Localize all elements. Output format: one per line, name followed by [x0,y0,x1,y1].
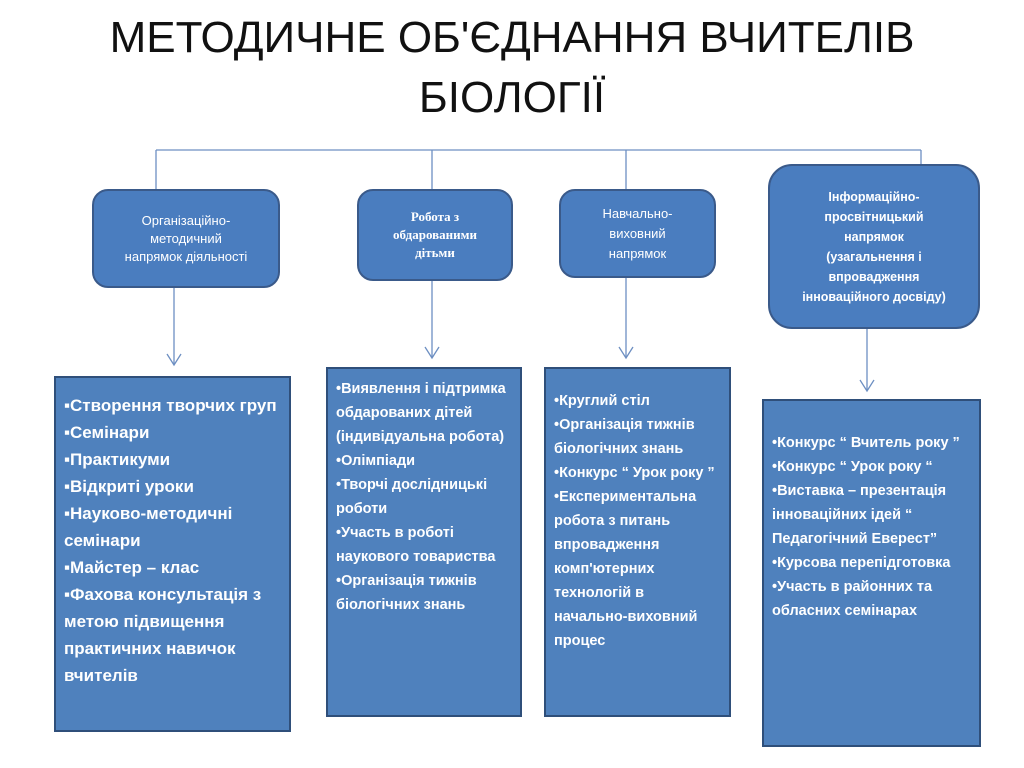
list-item: •Участь в районних та обласних семінарах [772,579,933,619]
list-item: •Конкурс “ Урок року “ [772,459,933,475]
activity-list-informational: •Конкурс “ Вчитель року ” •Конкурс “ Уро… [762,399,981,747]
list-item: ▪Практикуми [64,450,171,469]
list-item: ▪Фахова консультація з метою підвищення … [64,585,262,685]
list-item: •Організація тижнів біологічних знань [336,573,477,613]
direction-label-line: обдарованими [392,227,477,242]
direction-label-line: напрямок діяльності [124,248,248,264]
direction-label-line: напрямок [844,229,904,244]
list-item: •Виявлення і підтримка обдарованих дітей… [336,381,506,445]
direction-label-line: Організаційно- [141,212,231,228]
slide-title: МЕТОДИЧНЕ ОБ'ЄДНАННЯ ВЧИТЕЛІВ БІОЛОГІЇ [109,13,915,122]
list-item: ▪Семінари [64,423,150,442]
direction-label-line: інноваційного досвіду) [802,289,946,304]
activity-list-gifted-children: •Виявлення і підтримка обдарованих дітей… [326,367,522,717]
activity-list-educational: •Круглий стіл •Організація тижнів біолог… [544,367,731,717]
direction-label-line: Інформаційно- [828,189,920,204]
list-item: ▪Майстер – клас [64,558,200,577]
direction-label-line: Робота з [410,209,460,224]
direction-label-line: впровадження [828,269,920,284]
list-item: •Курсова перепідготовка [772,555,951,571]
direction-label-line: просвітницький [824,209,924,224]
list-item: •Олімпіади [336,453,416,469]
list-item: •Круглий стіл [554,393,650,409]
list-item: ▪Створення творчих груп [64,396,277,415]
direction-label-line: Навчально- [602,205,673,221]
list-item: •Виставка – презентація інноваційних іде… [772,483,947,547]
direction-box-educational: Навчально- виховний напрямок [559,189,716,278]
list-item: •Конкурс “ Вчитель року ” [772,435,960,451]
direction-box-informational: Інформаційно- просвітницький напрямок (у… [768,164,980,329]
list-item: •Організація тижнів біологічних знань [554,417,695,457]
list-item: •Творчі дослідницькі роботи [336,477,488,517]
list-item: ▪Науково-методичні семінари [64,504,233,550]
direction-label-line: виховний [609,225,666,241]
list-item: ▪Відкриті уроки [64,477,194,496]
direction-label-line: (узагальнення і [826,249,922,264]
direction-label-line: напрямок [608,245,667,261]
direction-label-line: методичний [150,230,222,246]
direction-label-line: дітьми [415,245,455,260]
direction-box-organizational: Організаційно- методичний напрямок діяль… [92,189,280,288]
list-item: •Конкурс “ Урок року ” [554,465,715,481]
activity-list-organizational: ▪Створення творчих груп ▪Семінари ▪Практ… [54,376,291,732]
direction-box-gifted-children: Робота з обдарованими дітьми [357,189,513,281]
list-item: •Експериментальна робота з питань впрова… [554,489,698,649]
list-item: •Участь в роботі наукового товариства [336,525,496,565]
